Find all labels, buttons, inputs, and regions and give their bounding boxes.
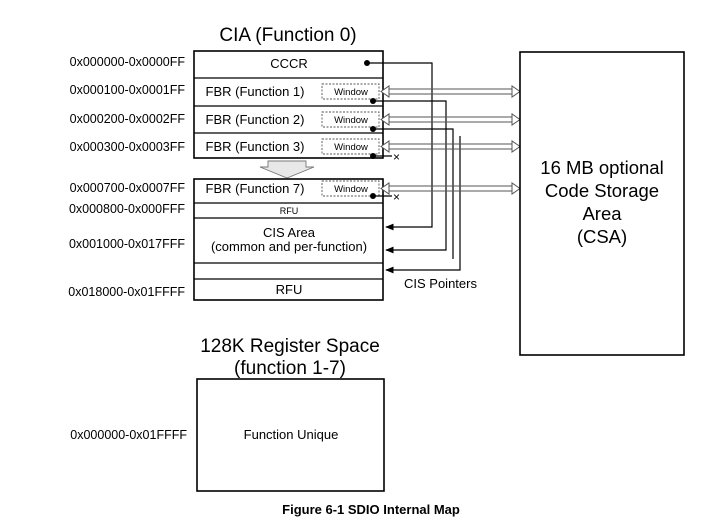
rfu-small-label: RFU: [280, 206, 299, 216]
csa-line-4: (CSA): [577, 226, 627, 247]
cccr-pointer-line: [367, 62, 433, 231]
figure-caption: Figure 6-1 SDIO Internal Map: [282, 502, 460, 517]
fbr7-unused-x-icon: ×: [393, 190, 400, 204]
address-label-cccr: 0x000000-0x0000FF: [70, 55, 186, 69]
address-label-rfu-2: 0x018000-0x01FFFF: [68, 285, 185, 299]
fbr3-window-label: Window: [334, 142, 368, 153]
register-space-address-label: 0x000000-0x01FFFF: [70, 428, 187, 442]
gap-continuation-arrow-icon: [259, 160, 315, 179]
rfu-bottom-label: RFU: [276, 282, 303, 297]
address-label-cis-area: 0x001000-0x017FFF: [69, 237, 185, 251]
fbr3-unused-x-icon: ×: [393, 150, 400, 164]
fbr3-window-double-arrow: [380, 140, 521, 153]
register-space-outline: [196, 378, 385, 492]
fbr1-window-box: [321, 83, 380, 100]
fbr7-label: FBR (Function 7): [206, 181, 305, 196]
address-label-fbr1: 0x000100-0x0001FF: [70, 83, 186, 97]
cia-lower-outline: [193, 178, 384, 301]
fbr3-label: FBR (Function 3): [206, 139, 305, 154]
function-unique-label: Function Unique: [244, 427, 339, 442]
fbr2-window-label: Window: [334, 115, 368, 126]
address-label-rfu-1: 0x000800-0x000FFF: [69, 202, 185, 216]
register-space-block: 128K Register Space (function 1-7) Funct…: [70, 336, 385, 492]
register-space-title-line-2: (function 1-7): [234, 358, 346, 379]
address-label-fbr3: 0x000300-0x0003FF: [70, 140, 186, 154]
cia-top-block: CCCR FBR (Function 1) Window FBR (Functi…: [193, 50, 384, 159]
fbr1-window-label: Window: [334, 87, 368, 98]
fbr7-window-double-arrow: [380, 182, 521, 195]
cis-pointer-lines: × × CIS Pointers: [364, 60, 477, 291]
fbr1-label: FBR (Function 1): [206, 84, 305, 99]
per-function-pointer-line: [385, 136, 461, 274]
csa-block: 16 MB optional Code Storage Area (CSA): [519, 51, 685, 356]
cia-address-labels: 0x000000-0x0000FF 0x000100-0x0001FF 0x00…: [68, 55, 185, 299]
csa-outline: [519, 51, 685, 356]
address-label-fbr2: 0x000200-0x0002FF: [70, 112, 186, 126]
cis-area-label: CIS Area: [263, 225, 316, 240]
fbr3-window-box: [321, 138, 380, 155]
fbr2-pointer-line: [373, 128, 454, 259]
cia-lower-block: FBR (Function 7) Window RFU CIS Area (co…: [193, 178, 384, 301]
cccr-label: CCCR: [270, 56, 308, 71]
fbr7-window-label: Window: [334, 184, 368, 195]
fbr2-window-double-arrow: [380, 113, 521, 126]
csa-line-3: Area: [582, 203, 622, 224]
csa-line-2: Code Storage: [545, 180, 659, 201]
address-label-fbr7: 0x000700-0x0007FF: [70, 181, 186, 195]
fbr2-window-box: [321, 111, 380, 128]
cis-area-sublabel: (common and per-function): [211, 239, 367, 254]
fbr1-window-double-arrow: [380, 85, 521, 98]
cia-title: CIA (Function 0): [219, 25, 356, 46]
window-csa-double-arrows: [380, 85, 521, 195]
register-space-title-line-1: 128K Register Space: [200, 336, 380, 357]
fbr1-pointer-line: [373, 100, 447, 254]
cis-pointers-label: CIS Pointers: [404, 276, 477, 291]
csa-line-1: 16 MB optional: [540, 157, 663, 178]
fbr2-label: FBR (Function 2): [206, 112, 305, 127]
fbr7-window-box: [321, 180, 380, 197]
